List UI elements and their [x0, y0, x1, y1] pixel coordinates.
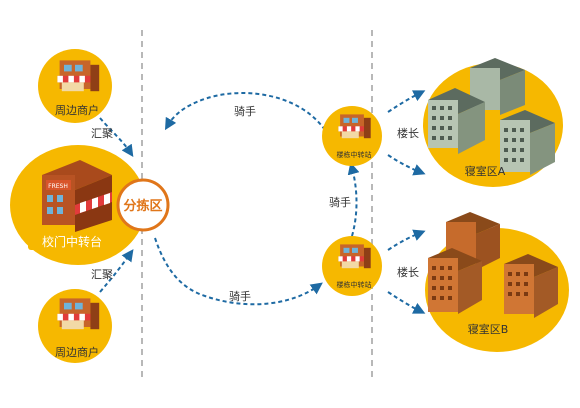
head-arrow-top-up — [387, 90, 426, 113]
station-bottom-label: 楼栋中转站 — [337, 280, 372, 289]
merchant-bottom-label: 周边商户 — [55, 345, 99, 359]
head-arrow-bottom-up — [387, 229, 426, 251]
dorm-b-node: 寝室区B — [425, 212, 569, 352]
gather-label-bottom: 汇聚 — [91, 268, 113, 281]
shop-icon — [338, 244, 371, 269]
head-arrow-top-down — [387, 154, 426, 176]
building-head-label-bottom: 楼长 — [397, 265, 419, 279]
building-head-label-top: 楼长 — [397, 126, 419, 140]
head-arrow-bottom-down — [387, 291, 426, 314]
hub-building-icon: FRESH — [42, 160, 112, 232]
gather-label-top: 汇聚 — [91, 127, 113, 140]
gather-arrow-bottom — [99, 249, 134, 293]
shop-icon — [338, 114, 371, 139]
dorm-b-label: 寝室区B — [468, 322, 509, 336]
rider-arrow-top — [164, 92, 326, 131]
dorm-a-label: 寝室区A — [465, 164, 506, 178]
merchant-top-node: 周边商户 — [38, 49, 112, 123]
station-bottom-node: 楼栋中转站 — [322, 236, 382, 296]
rider-arrow-bottom — [154, 237, 323, 306]
dorm-a-node: 寝室区A — [423, 58, 563, 187]
rider-label-right: 骑手 — [329, 195, 351, 209]
sorting-area-badge: 分拣区 — [116, 178, 170, 232]
dorm-b-buildings-icon — [428, 212, 558, 318]
shop-icon — [57, 60, 100, 92]
sorting-area-label: 分拣区 — [123, 198, 162, 214]
campus-hub-node: FRESH 校门中转台 — [10, 145, 146, 265]
station-top-node: 楼栋中转站 — [322, 106, 382, 166]
rider-arrow-right — [347, 162, 360, 237]
merchant-top-label: 周边商户 — [55, 103, 99, 117]
dorm-a-buildings-icon — [428, 58, 555, 175]
merchant-bottom-node: 周边商户 — [38, 289, 112, 363]
campus-hub-label: 校门中转台 — [42, 234, 102, 249]
svg-text:FRESH: FRESH — [48, 183, 68, 190]
rider-label-top: 骑手 — [234, 104, 256, 118]
shop-icon — [57, 298, 100, 330]
gather-arrow-top — [99, 117, 134, 157]
station-top-label: 楼栋中转站 — [337, 150, 372, 159]
rider-label-bottom: 骑手 — [229, 289, 251, 303]
